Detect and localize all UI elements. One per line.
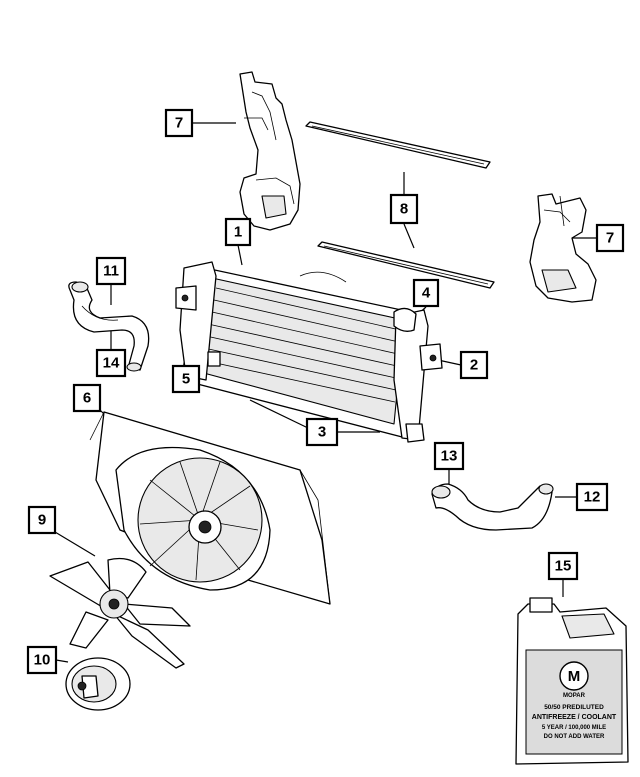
callout-1: 1 — [224, 217, 252, 247]
jug-line-4: DO NOT ADD WATER — [544, 734, 605, 740]
callout-13: 13 — [433, 441, 465, 471]
callout-2-label: 2 — [470, 357, 478, 374]
callout-11: 11 — [95, 256, 127, 286]
callout-14-label: 14 — [103, 355, 120, 372]
callout-13-label: 13 — [441, 448, 458, 465]
fan-shroud-assembly — [89, 411, 331, 605]
callout-15: 15 — [547, 551, 579, 581]
callout-9-label: 9 — [38, 512, 46, 529]
callout-1-label: 1 — [234, 224, 242, 241]
radiator — [175, 261, 443, 443]
callout-12-label: 12 — [584, 489, 601, 506]
air-deflector-left — [239, 71, 301, 231]
jug-line-2: ANTIFREEZE / COOLANT — [532, 714, 617, 721]
callout-10: 10 — [26, 645, 58, 675]
air-deflector-right — [529, 193, 597, 303]
callout-15-label: 15 — [555, 558, 572, 575]
callout-3-label: 3 — [318, 424, 326, 441]
callout-7-left: 7 — [164, 108, 194, 138]
mopar-logo: M — [568, 668, 581, 685]
callout-5-label: 5 — [182, 371, 190, 388]
callout-7-right: 7 — [595, 223, 625, 253]
callout-9: 9 — [27, 505, 57, 535]
jug-brand: MOPAR — [563, 693, 586, 699]
callout-8: 8 — [389, 193, 419, 225]
callout-8-label: 8 — [400, 201, 408, 218]
radiator-seal-strips — [305, 121, 495, 289]
jug-line-1: 50/50 PREDILUTED — [544, 704, 604, 711]
callout-4: 4 — [412, 278, 440, 308]
callout-12: 12 — [575, 482, 609, 512]
callout-5: 5 — [171, 364, 201, 394]
callout-10-label: 10 — [34, 652, 51, 669]
fan-clutch — [65, 657, 131, 711]
lower-radiator-hose — [431, 483, 554, 531]
engine-fan-blade — [49, 557, 191, 669]
callout-7-right-label: 7 — [606, 230, 614, 247]
jug-line-3: 5 YEAR / 100,000 MILE — [542, 725, 606, 731]
callout-11-label: 11 — [103, 263, 119, 280]
antifreeze-coolant-jug: M MOPAR 50/50 PREDILUTED ANTIFREEZE / CO… — [515, 597, 629, 765]
callout-6-label: 6 — [83, 390, 91, 407]
callout-6: 6 — [72, 383, 102, 413]
callout-3: 3 — [305, 417, 339, 447]
callout-4-label: 4 — [422, 285, 431, 302]
callout-7-left-label: 7 — [175, 115, 183, 132]
callout-14: 14 — [95, 348, 127, 378]
upper-radiator-hose — [68, 281, 150, 372]
callout-2: 2 — [459, 350, 489, 380]
